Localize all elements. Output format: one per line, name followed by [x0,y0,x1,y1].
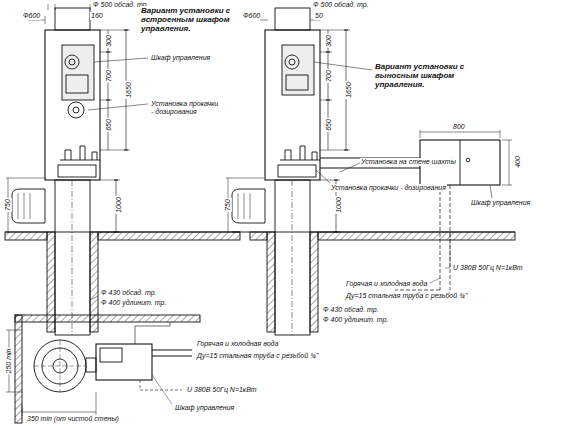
part-label: Установка на стене шахты [360,158,457,166]
dimension: 50 [314,12,324,20]
dimension: 1000 [115,196,123,214]
pipe-label: Ф 400 удлинит. тр. [322,316,389,324]
dimension: 300 [325,34,333,48]
pipe-label: Ф 430 обсад. тр. [322,306,380,314]
part-label: Шкаф управления [174,404,235,412]
pipe-label: Ф 500 обсад. тр. [312,1,370,9]
dimension: 700 [105,69,113,83]
variant-title: Вариант установки с встроенным шкафом уп… [140,6,242,33]
dimension: 700 [325,69,333,83]
dimension: 650 [105,118,113,132]
power-label: U 380В 50Гц N=1кВт [186,386,258,394]
part-label: Установка прокачки - дозирования [150,100,222,116]
pipe-label: Ду=15 стальная труба с резьбой ¾" [345,292,468,300]
pipe-label: Ф 400 удлинит. тр. [100,299,167,307]
dimension: Ф600 [242,12,261,20]
dimension: 160 [90,12,104,20]
part-label: Установка прокачки - дозирования [330,184,447,192]
dimension: 750 [224,198,232,212]
pipe-label: Горячая и холодная вода [345,280,428,288]
dimension: 1000 [335,196,343,214]
dimension: 250 min [5,348,13,375]
dimension: 400 [514,155,522,169]
dimension: 750 [4,198,12,212]
part-label: Шкаф управления [150,54,211,62]
dimension: 350 min (от чистой стены) [26,415,120,423]
dimension: 650 [325,118,333,132]
dimension: Ф600 [22,12,41,20]
pipe-label: Горячая и холодная вода [196,340,279,348]
part-label: Шкаф управления [470,199,531,207]
pipe-label: Ф 430 обсад. тр. [100,289,158,297]
dimension: 1650 [345,81,353,99]
power-label: U 380В 50Гц N=1кВт [452,264,524,272]
dimension: 1650 [125,81,133,99]
dimension: 800 [452,123,466,131]
variant-title: Вариант установки с выносным шкафом упра… [374,62,486,89]
dimension: 300 [105,34,113,48]
pipe-label: Ду=15 стальная труба с резьбой ¾" [196,352,319,360]
